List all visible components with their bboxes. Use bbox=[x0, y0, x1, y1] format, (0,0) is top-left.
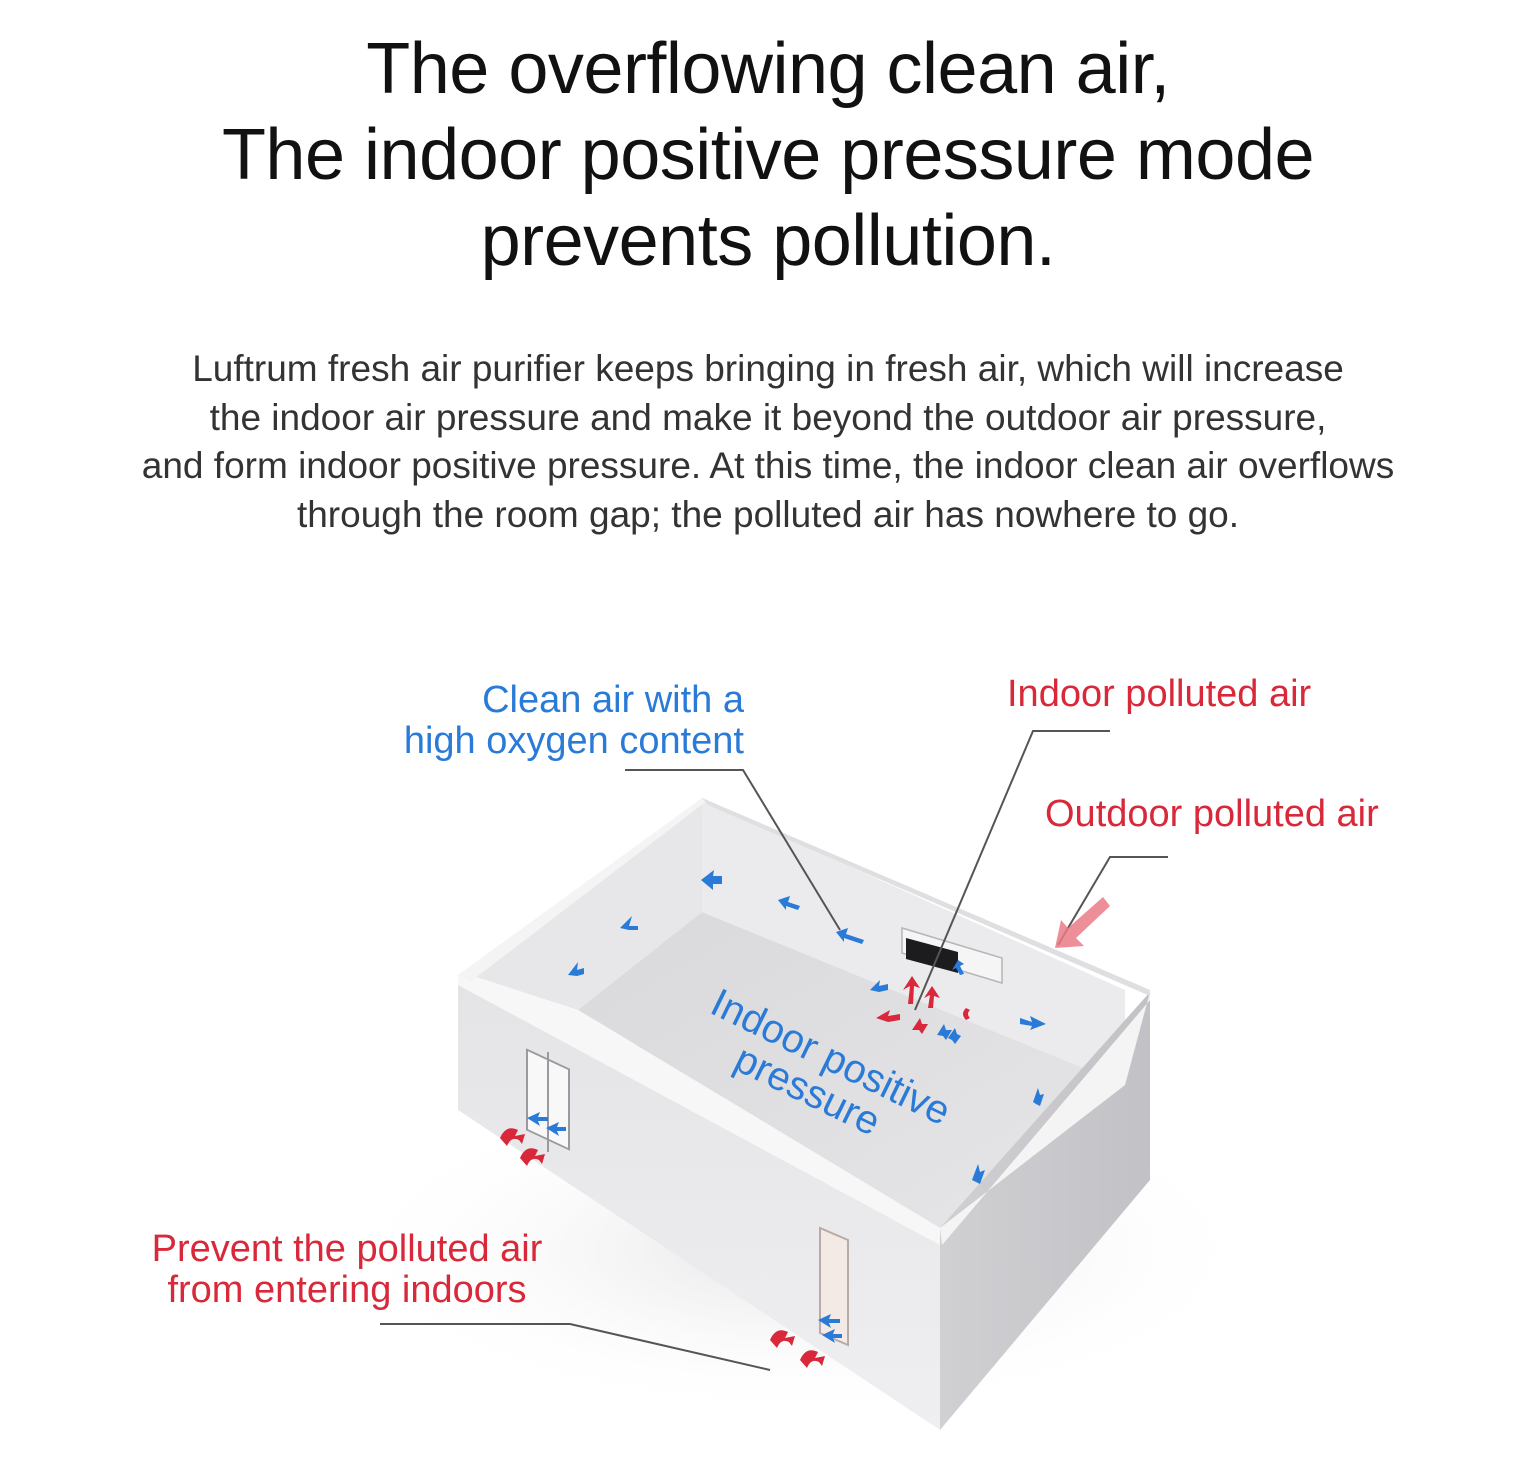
clean-air-arrows bbox=[527, 870, 1046, 1343]
headline: The overflowing clean air, The indoor po… bbox=[0, 26, 1536, 284]
inner-wall-left bbox=[470, 800, 702, 1010]
clean-air-label-line-2: high oxygen content bbox=[403, 720, 744, 762]
wall-top-rim-back bbox=[702, 798, 1150, 996]
wall-top-rim-right bbox=[940, 992, 1150, 1245]
room-floor bbox=[578, 912, 1125, 1228]
outdoor-polluted-arrow bbox=[1055, 897, 1110, 948]
description-line-4: through the room gap; the polluted air h… bbox=[296, 493, 1240, 535]
description-line-3: and form indoor positive pressure. At th… bbox=[141, 445, 1395, 486]
outdoor-polluted-label: Outdoor polluted air bbox=[1045, 793, 1379, 835]
description-line-1: Luftrum fresh air purifier keeps bringin… bbox=[192, 348, 1344, 389]
prevent-label-line-2: from entering indoors bbox=[167, 1269, 527, 1311]
polluted-air-arrows bbox=[500, 976, 970, 1368]
prevent-label: Prevent the polluted air from entering i… bbox=[135, 1229, 559, 1311]
headline-line-3: prevents pollution. bbox=[480, 201, 1056, 281]
headline-line-2: The indoor positive pressure mode bbox=[221, 115, 1315, 195]
leader-lines bbox=[380, 730, 1168, 1371]
fresh-air-unit bbox=[901, 926, 1003, 985]
headline-line-1: The overflowing clean air, bbox=[366, 29, 1170, 109]
wall-top-rim-front bbox=[458, 975, 940, 1245]
prevent-label-line-1: Prevent the polluted air bbox=[151, 1228, 543, 1270]
clean-air-label-line-1: Clean air with a bbox=[482, 679, 744, 721]
door bbox=[819, 1226, 849, 1347]
indoor-polluted-label: Indoor polluted air bbox=[1007, 673, 1312, 715]
description: Luftrum fresh air purifier keeps bringin… bbox=[0, 345, 1536, 539]
description-line-2: the indoor air pressure and make it beyo… bbox=[209, 396, 1327, 438]
wall-top-rim-left bbox=[458, 798, 708, 982]
clean-air-label: Clean air with a high oxygen content bbox=[378, 680, 744, 762]
